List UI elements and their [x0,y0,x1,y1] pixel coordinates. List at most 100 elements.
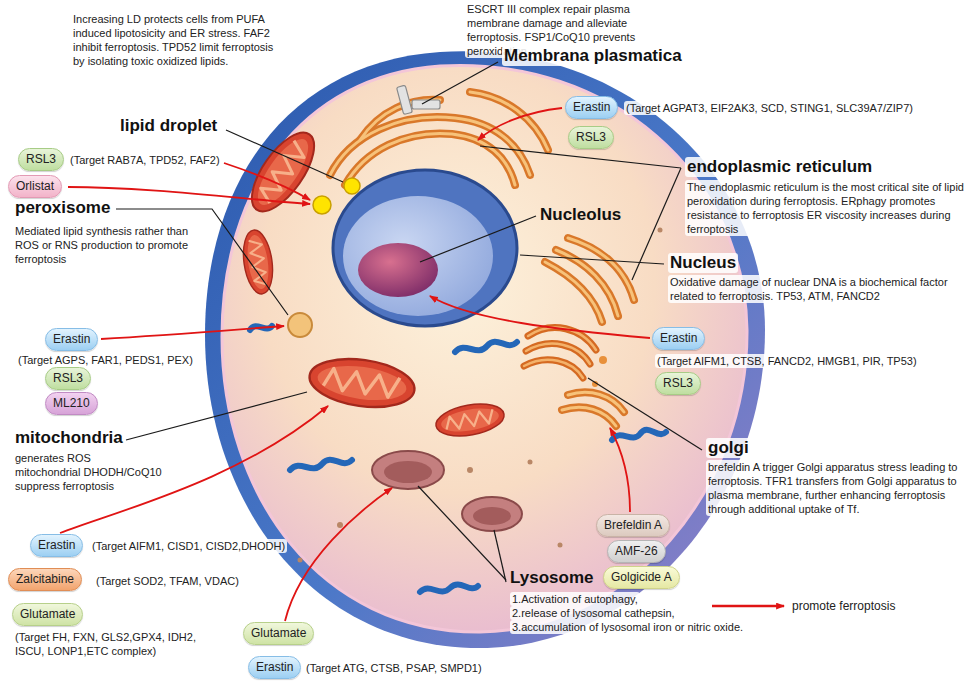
cell-membrane [205,51,765,648]
drug-pill: Glutamate [12,603,83,626]
organelle-name: Lysosome [510,568,593,588]
organelle-name: endoplasmic reticulum [685,157,874,177]
drug-pill: Erastin [565,96,618,119]
drug-pill: Erastin [652,327,705,350]
target-list: (Target AIFM1, CISD1, CISD2,DHODH) [90,539,287,553]
organelle-name: Nucleus [668,253,738,273]
cytoplasm [222,65,747,632]
target-list: (Target SOD2, TFAM, VDAC) [96,574,239,588]
cell-part [224,163,310,200]
cell-part [524,328,596,378]
drug-name: Erastin [256,660,293,674]
cell-part [290,460,352,470]
cell-part [126,392,307,440]
cell-part [116,209,288,315]
cell-part [524,360,583,378]
drug-name: RSL3 [53,371,83,385]
drug-name: RSL3 [576,130,606,144]
cell-part [467,467,473,473]
annotation-text: Mediated lipid synthesis rather than ROS… [15,224,207,266]
cell-part [384,461,432,483]
drug-pill: Brefeldin A [596,514,670,537]
ribosome-strand [250,326,666,592]
drug-pill: RSL3 [568,126,614,149]
cell-part [358,243,438,297]
cell-part [333,170,517,326]
drug-pill: RSL3 [18,148,64,171]
mitochondria [240,123,507,441]
cell-part [430,296,650,338]
cell-part [658,228,663,233]
organelle-name: peroxisome [15,198,110,218]
cell-part [599,356,607,364]
legend-text: promote ferroptosis [792,599,895,614]
drug-pill: Erastin [30,534,83,557]
peroxisome [288,313,312,337]
drug-name: Orlistat [16,179,54,193]
drug-pill: ML210 [45,392,98,415]
cell-part [420,585,478,592]
organelle-name: Membrana plasmatica [502,46,684,66]
annotation-text: Increasing LD protects cells from PUFA i… [73,12,278,68]
drug-name: Erastin [573,100,610,114]
cell-part [455,342,517,352]
organelle-name: lipid droplet [120,116,217,136]
cell-part [478,108,562,140]
centriole [397,85,440,114]
cell-part [313,196,331,214]
drug-pill: RSL3 [655,372,701,395]
drug-pill: Glutamate [243,622,314,645]
leader-line [116,62,702,582]
cell-part [101,326,284,339]
cell-part [610,428,630,512]
cell-part [372,451,444,489]
cell-part [422,62,498,104]
annotation-text: brefeldin A trigger Golgi apparatus stre… [706,460,962,516]
cell-part [494,530,506,582]
target-list: (Target AGPAT3, EIF2AK3, SCD, STING1, SL… [624,101,915,115]
lysosome [372,451,522,531]
organelle-name: Nucleolus [540,205,621,225]
cell-part [520,255,664,264]
cell-part [462,497,522,531]
cell-part [343,196,493,316]
drug-pill: Erastin [248,656,301,679]
nucleus [333,170,517,326]
drug-name: RSL3 [26,152,56,166]
target-list: (Target FH, FXN, GLS2,GPX4, IDH2, ISCU, … [15,630,215,658]
annotation-text: 1.Activation of autophagy, [510,592,640,606]
cell-part [612,430,666,440]
annotation-text: Oxidative damage of nuclear DNA is a bio… [668,275,968,303]
annotation-text: suppress ferroptosis [15,479,114,493]
drug-name: Erastin [53,332,90,346]
cell-part [558,543,563,548]
legend-arrow [712,605,784,608]
drug-pill: RSL3 [45,367,91,390]
organelle-name: mitochondria [15,428,123,448]
drug-name: Brefeldin A [604,518,662,532]
cell-part [337,522,343,528]
vesicle [298,228,663,563]
cell-part [480,146,681,168]
cell-part [240,228,277,296]
target-list: (Target ATG, CTSB, PSAP, SMPD1) [306,661,482,675]
drug-name: Glutamate [20,607,75,621]
drug-name: Zalcitabine [16,572,74,586]
annotation-text: The endoplasmic reticulum is the most cr… [685,180,967,236]
cell-part [306,353,417,413]
drug-name: AMF-26 [615,544,658,558]
cell-part [433,399,506,441]
target-list: (Target AGPS, FAR1, PEDS1, PEX) [18,353,193,367]
cell-part [473,507,511,525]
drug-name: RSL3 [663,376,693,390]
cell-part [418,486,506,580]
drug-pill: Orlistat [8,175,62,198]
cell-part [298,558,303,563]
cell-part [226,130,343,182]
target-list: (Target RAB7A, TPD52, FAF2) [70,153,220,167]
drug-name: Erastin [660,331,697,345]
annotation-text: mitochondrial DHODH/CoQ10 [15,465,162,479]
cell-part [285,488,392,621]
target-list: (Target AIFM1, CTSB, FANCD2, HMGB1, PIR,… [655,354,919,368]
